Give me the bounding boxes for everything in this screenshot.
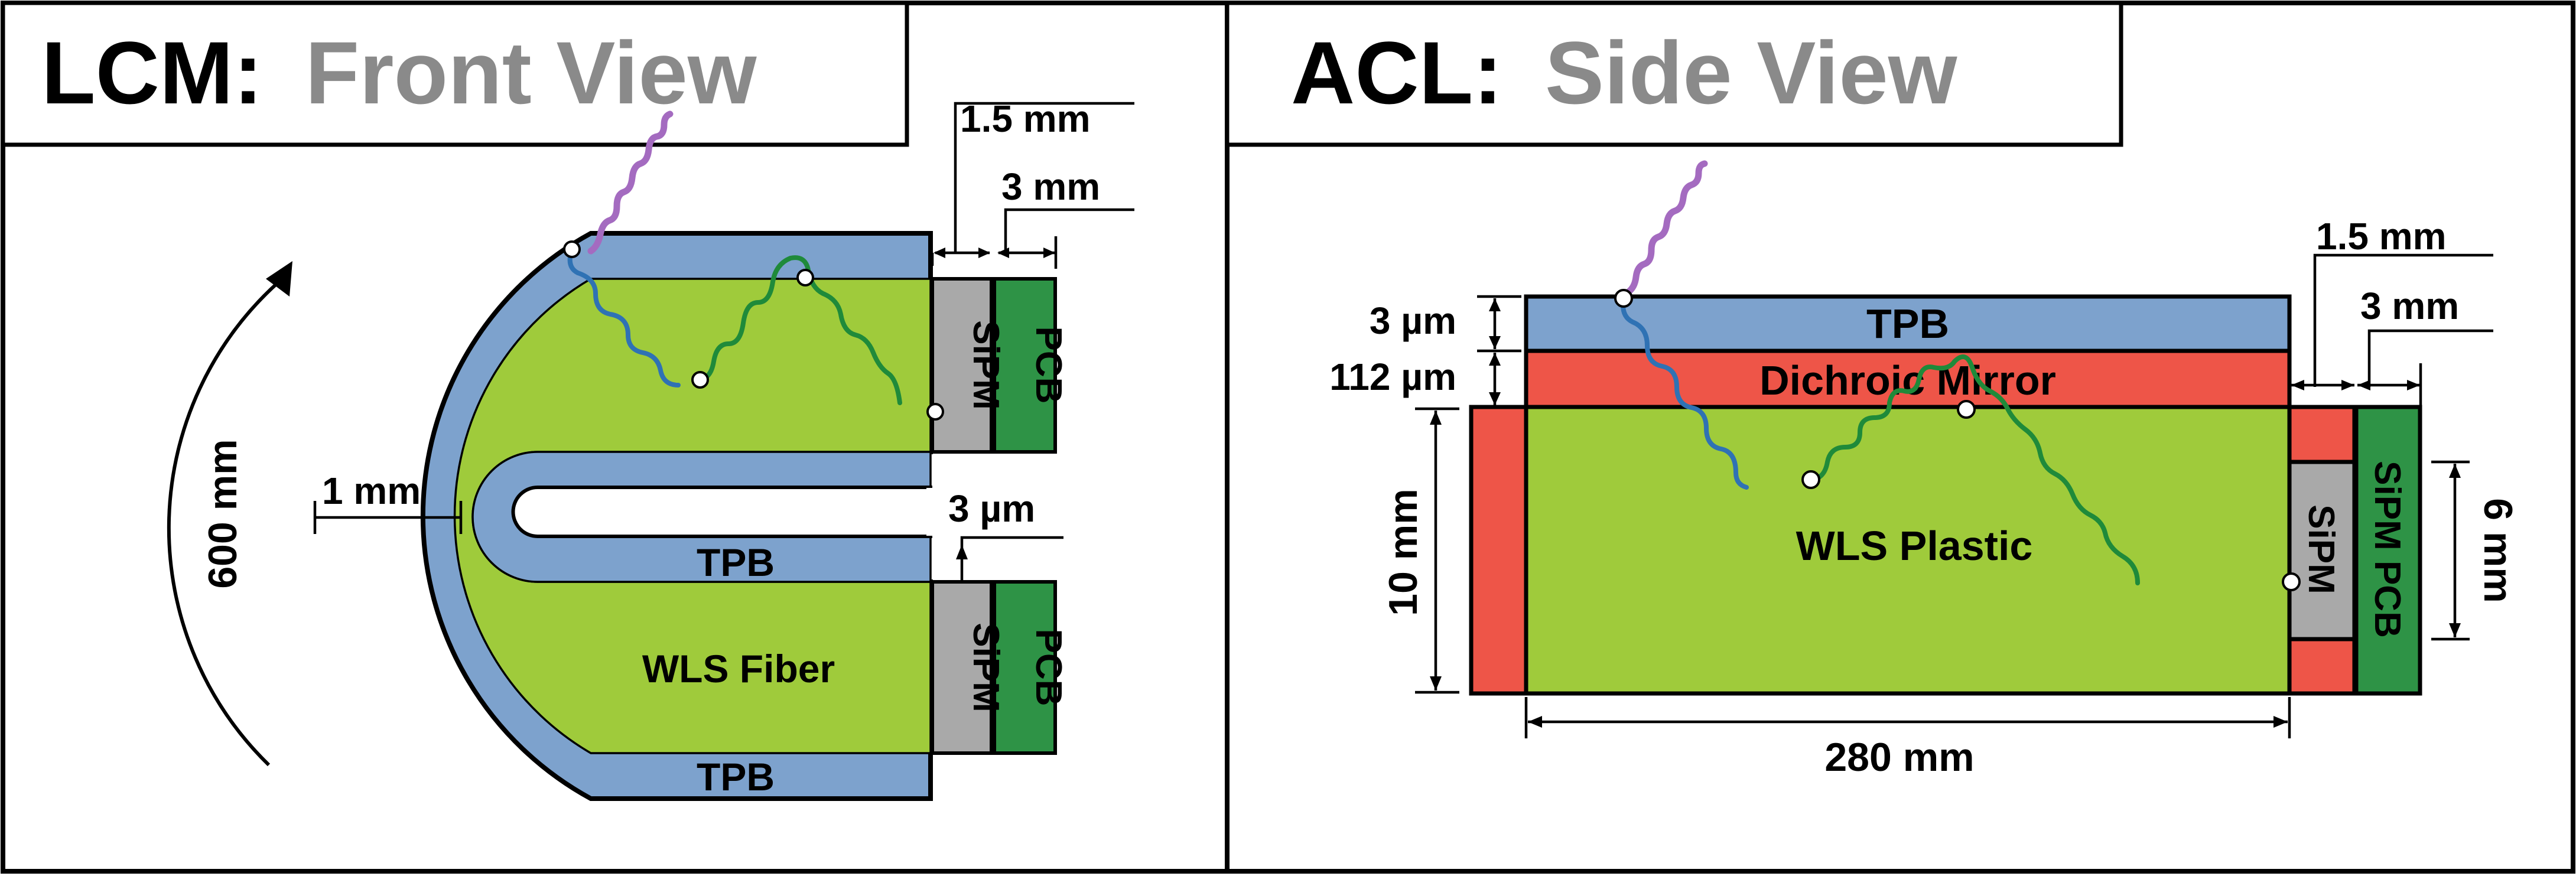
lcm-blue-light: [567, 247, 681, 387]
lcm-title-box: [1, 1, 909, 147]
lcm-reflection-point: [796, 269, 814, 286]
acl-mirror-dim-label: 112 µm: [1329, 356, 1456, 398]
lcm-fiber-dim-label: 1 mm: [322, 470, 421, 512]
lcm-dim-gap: [931, 102, 1134, 266]
acl-emission-point: [1801, 470, 1820, 489]
lcm-dim-pcb: [997, 208, 1134, 269]
lcm-slot-opening: [926, 488, 938, 536]
lcm-length-arrowhead: [266, 261, 292, 297]
lcm-sipm-top: [931, 277, 993, 454]
acl-uv-photon: [1624, 160, 1708, 296]
acl-title: ACL: Side View: [1291, 23, 1957, 122]
lcm-pcb-top-label: PCB: [1028, 327, 1069, 404]
acl-title-strong: ACL:: [1291, 23, 1502, 122]
acl-mirror-label: Dichroic Mirror: [1759, 357, 2056, 403]
acl-gap-dim-label: 1.5 mm: [2316, 215, 2447, 258]
acl-dim-gap: [2291, 253, 2493, 408]
acl-sipm: [2287, 460, 2357, 641]
lcm-length-label: 600 mm: [200, 439, 245, 588]
acl-wls-plastic: [1524, 405, 2292, 696]
acl-dim-left: [1477, 295, 1521, 409]
lcm-tpb-dim-label: 3 µm: [948, 487, 1035, 530]
acl-dim-length: [1524, 697, 2291, 738]
lcm-green-light: [697, 255, 902, 405]
acl-detection-point: [2282, 572, 2301, 591]
acl-reflection-point: [1957, 400, 1976, 419]
lcm-title-soft: Front View: [305, 23, 757, 122]
lcm-length-arc: [167, 276, 285, 767]
lcm-pcb-bottom-label: PCB: [1028, 629, 1069, 706]
acl-title-soft: Side View: [1545, 23, 1957, 122]
acl-length-label: 280 mm: [1824, 735, 1974, 780]
lcm-title: LCM: Front View: [41, 23, 757, 122]
lcm-tpb-label-inner: TPB: [697, 540, 775, 584]
lcm-sipm-bottom-label: SiPM: [965, 623, 1006, 712]
acl-sipm-label: SiPM: [2301, 504, 2341, 594]
acl-panel: ACL: Side View TPB Dichroic Mirror WLS P…: [1225, 1, 2520, 780]
acl-height-label: 10 mm: [1381, 489, 1426, 616]
acl-sipm-pcb-label: SiPM PCB: [2367, 461, 2408, 638]
lcm-pcb-dim-label: 3 mm: [1001, 165, 1100, 208]
lcm-emission-point: [691, 371, 709, 389]
acl-sipm-pcb: [2354, 405, 2422, 696]
acl-blue-light: [1621, 296, 1749, 490]
lcm-panel: LCM: Front View SiPM PCB SiPM PCB TPB TP…: [1, 1, 1134, 801]
lcm-pcb-top: [993, 277, 1057, 454]
lcm-sipm-top-label: SiPM: [965, 320, 1006, 410]
acl-absorption-point: [1614, 289, 1633, 308]
acl-tpb-dim-label: 3 µm: [1370, 299, 1456, 342]
lcm-gap-dim-label: 1.5 mm: [960, 97, 1091, 140]
acl-title-box: [1225, 1, 2123, 147]
acl-pcb-dim-label: 3 mm: [2360, 285, 2459, 327]
acl-sipm-dim-label: 6 mm: [2476, 498, 2520, 603]
acl-tpb-label: TPB: [1866, 301, 1949, 347]
lcm-detection-point: [926, 403, 944, 421]
lcm-absorption-point: [563, 240, 581, 258]
lcm-title-strong: LCM:: [41, 23, 263, 122]
lcm-uv-photon: [587, 110, 674, 255]
lcm-fiber-label: WLS Fiber: [642, 647, 835, 691]
acl-left-mirror: [1469, 405, 1528, 696]
acl-dim-height: [1415, 407, 1459, 694]
acl-plastic-label: WLS Plastic: [1796, 523, 2033, 569]
lcm-pcb-bottom: [993, 580, 1057, 755]
acl-green-light: [1807, 354, 2140, 585]
lcm-tpb-label-outer: TPB: [697, 755, 775, 799]
lcm-dim-fiber: [313, 501, 463, 534]
lcm-sipm-bottom: [931, 580, 993, 755]
lcm-dim-tpb: [956, 536, 1063, 582]
lcm-slot: [511, 486, 932, 538]
acl-dim-sipm: [2431, 460, 2470, 641]
